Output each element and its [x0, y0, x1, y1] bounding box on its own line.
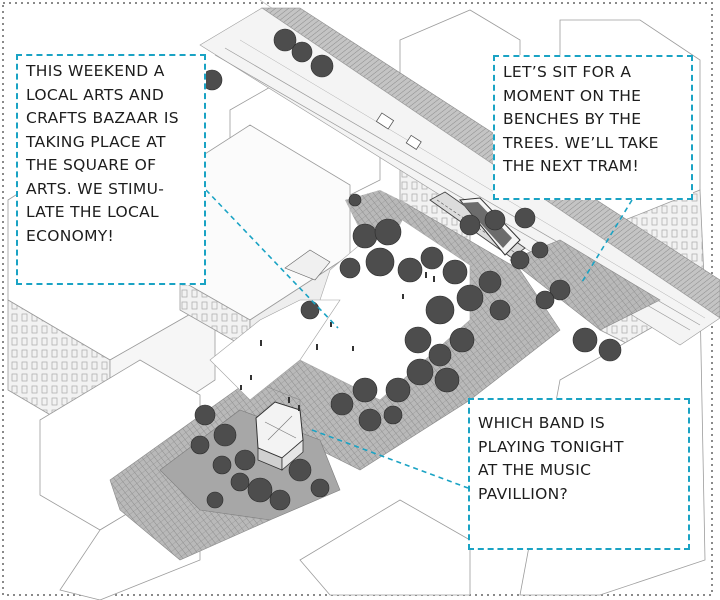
callout-line: TAKING PLACE AT [26, 132, 166, 151]
callout-line: PLAYING TONIGHT [478, 437, 624, 456]
callout-line: THE SQUARE OF [26, 156, 157, 174]
music-pavilion [255, 401, 304, 471]
leader-arts-bazaar [205, 189, 339, 329]
leader-music-pavillion [311, 429, 469, 489]
callout-arts-bazaar: THIS WEEKEND A LOCAL ARTS AND CRAFTS BAZ… [16, 54, 206, 285]
callout-leader-lines [205, 189, 633, 489]
callout-line: TREES. WE’LL TAKE [503, 133, 659, 152]
callout-line: MOMENT ON THE [503, 86, 642, 105]
diagram-frame [2, 2, 713, 596]
callout-line: PAVILLION? [478, 484, 569, 503]
callout-benches: LET’S SIT FOR A MOMENT ON THE BENCHES BY… [493, 55, 693, 200]
callout-line: THE NEXT TRAM! [503, 157, 639, 175]
people [240, 272, 435, 411]
trees [190, 28, 622, 511]
callout-line: THIS WEEKEND A [26, 62, 165, 80]
callout-music-pavillion: WHICH BAND IS PLAYING TONIGHT AT THE MUS… [468, 398, 690, 550]
callout-line: ECONOMY! [26, 226, 115, 245]
callout-line: CRAFTS BAZAAR IS [26, 109, 179, 127]
callout-line: LET’S SIT FOR A [503, 63, 632, 81]
leader-benches [581, 199, 633, 283]
callout-line: BENCHES BY THE [503, 110, 642, 128]
callout-line: WHICH BAND IS [478, 414, 605, 432]
callout-line: ARTS. WE STIMU- [26, 179, 165, 198]
callout-line: LOCAL ARTS AND [26, 85, 165, 104]
callout-line: LATE THE LOCAL [26, 203, 159, 221]
callout-line: AT THE MUSIC [478, 461, 592, 479]
